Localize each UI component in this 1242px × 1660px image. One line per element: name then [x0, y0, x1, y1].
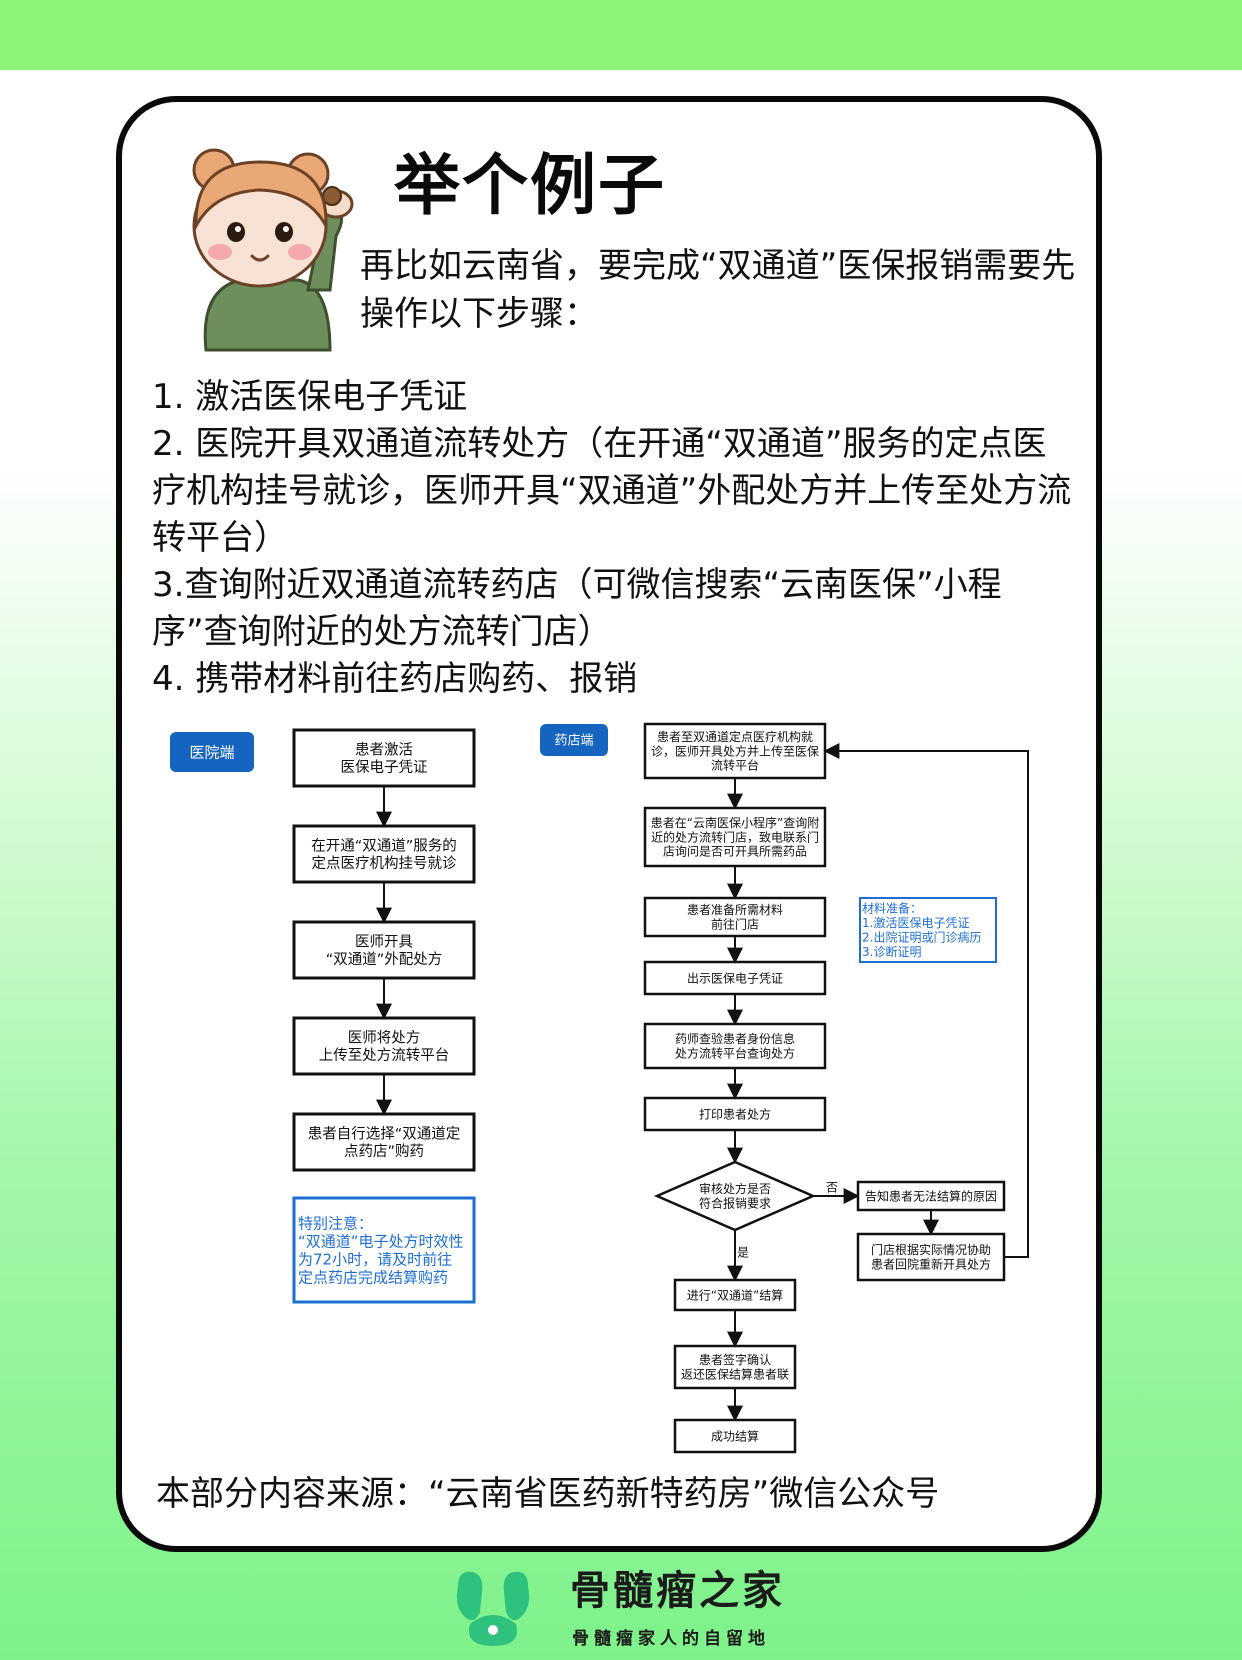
pharmacy-step-box: 药师查验患者身份信息处方流转平台查询处方 — [643, 1022, 827, 1070]
flow-node-text: 患者至双通道定点医疗机构就诊，医师开具处方并上传至医保流转平台 — [651, 729, 819, 773]
list-item: 4. 携带材料前往药店购药、报销 — [152, 659, 638, 699]
step-list: 1. 激活医保电子凭证 2. 医院开具双通道流转处方（在开通“双通道”服务的定点… — [152, 374, 1072, 703]
no-step-box: 门店根据实际情况协助患者回院重新开具处方 — [856, 1232, 1006, 1282]
decision-text: 审核处方是否符合报销要求 — [699, 1181, 771, 1210]
flow-node-text: 成功结算 — [711, 1428, 759, 1443]
hospital-step-box: 医师将处方上传至处方流转平台 — [292, 1016, 476, 1076]
list-item: 2. 医院开具双通道流转处方（在开通“双通道”服务的定点医疗机构挂号就诊，医师开… — [152, 424, 1072, 558]
yes-label: 是 — [737, 1245, 749, 1259]
flow-node-text: 患者在“云南医保小程序”查询附近的处方流转门店，致电联系门店询问是否可开具所需药… — [651, 815, 819, 859]
yes-step-box: 成功结算 — [673, 1418, 797, 1454]
hospital-badge: 医院端 — [170, 732, 254, 772]
hospital-step-box: 患者激活医保电子凭证 — [292, 728, 476, 788]
decision-diamond: 审核处方是否符合报销要求 — [653, 1160, 817, 1232]
flow-node-text: 患者激活医保电子凭证 — [341, 742, 428, 776]
badge-label: 医院端 — [189, 743, 234, 761]
flow-node-text: 医师开具“双通道”外配处方 — [326, 934, 443, 968]
no-label: 否 — [826, 1180, 838, 1194]
girl-avatar-illustration — [192, 148, 354, 352]
intro-text: 再比如云南省，要完成“双通道”医保报销需要先操作以下步骤： — [360, 246, 1076, 334]
flow-node-text: 患者准备所需材料前往门店 — [687, 903, 783, 931]
hospital-step-box: 在开通“双通道”服务的定点医疗机构挂号就诊 — [292, 824, 476, 884]
loop-back-arrow — [823, 743, 1029, 1258]
top-green-bar — [0, 0, 1242, 70]
source-credit: 本部分内容来源：“云南省医药新特药房”微信公众号 — [156, 1474, 940, 1514]
pharmacy-step-box: 患者至双通道定点医疗机构就诊，医师开具处方并上传至医保流转平台 — [643, 722, 827, 780]
yes-step-box: 进行“双通道”结算 — [673, 1278, 797, 1312]
no-step-box: 告知患者无法结算的原因 — [856, 1180, 1006, 1212]
flow-node-text: 医师将处方上传至处方流转平台 — [319, 1030, 450, 1064]
hospital-step-box: 医师开具“双通道”外配处方 — [292, 920, 476, 980]
flow-node-text: 告知患者无法结算的原因 — [865, 1188, 997, 1203]
badge-label: 药店端 — [554, 734, 593, 749]
yes-step-box: 患者签字确认返还医保结算患者联 — [673, 1344, 797, 1390]
pharmacy-step-box: 出示医保电子凭证 — [643, 960, 827, 996]
flow-node-text: 患者签字确认返还医保结算患者联 — [681, 1352, 789, 1381]
flow-node-text: 进行“双通道”结算 — [687, 1287, 783, 1302]
flow-node-text: 门店根据实际情况协助患者回院重新开具处方 — [871, 1242, 991, 1271]
flow-node-text: 在开通“双通道”服务的定点医疗机构挂号就诊 — [311, 838, 457, 872]
brand-slogan: 骨髓瘤家人的自留地 — [572, 1629, 770, 1649]
brand-name: 骨髓瘤之家 — [570, 1568, 785, 1614]
pharmacy-step-box: 打印患者处方 — [643, 1096, 827, 1132]
brand-logo-icon — [456, 1571, 530, 1646]
pharmacy-step-box: 患者在“云南医保小程序”查询附近的处方流转门店，致电联系门店询问是否可开具所需药… — [643, 806, 827, 868]
flow-node-text: 患者自行选择“双通道定点药店”购药 — [308, 1126, 461, 1160]
pharmacy-badge: 药店端 — [540, 724, 608, 756]
flow-node-text: 药师查验患者身份信息处方流转平台查询处方 — [675, 1031, 795, 1060]
flowchart-diagram: 医院端 患者激活医保电子凭证在开通“双通道”服务的定点医疗机构挂号就诊医师开具“双… — [170, 722, 1029, 1454]
pharmacy-step-box: 患者准备所需材料前往门店 — [643, 896, 827, 938]
flow-node-text: 出示医保电子凭证 — [687, 970, 783, 985]
hospital-note-text: 特别注意：“双通道”电子处方时效性为72小时，请及时前往定点药店完成结算购药 — [298, 1214, 464, 1286]
flow-node-text: 打印患者处方 — [699, 1106, 771, 1121]
hospital-step-box: 患者自行选择“双通道定点药店”购药 — [292, 1112, 476, 1172]
hospital-note-box: 特别注意：“双通道”电子处方时效性为72小时，请及时前往定点药店完成结算购药 — [292, 1196, 476, 1304]
list-item: 1. 激活医保电子凭证 — [152, 377, 468, 417]
page-title: 举个例子 — [394, 147, 666, 224]
list-item: 3.查询附近双通道流转药店（可微信搜索“云南医保”小程序”查询附近的处方流转门店… — [152, 565, 1002, 652]
